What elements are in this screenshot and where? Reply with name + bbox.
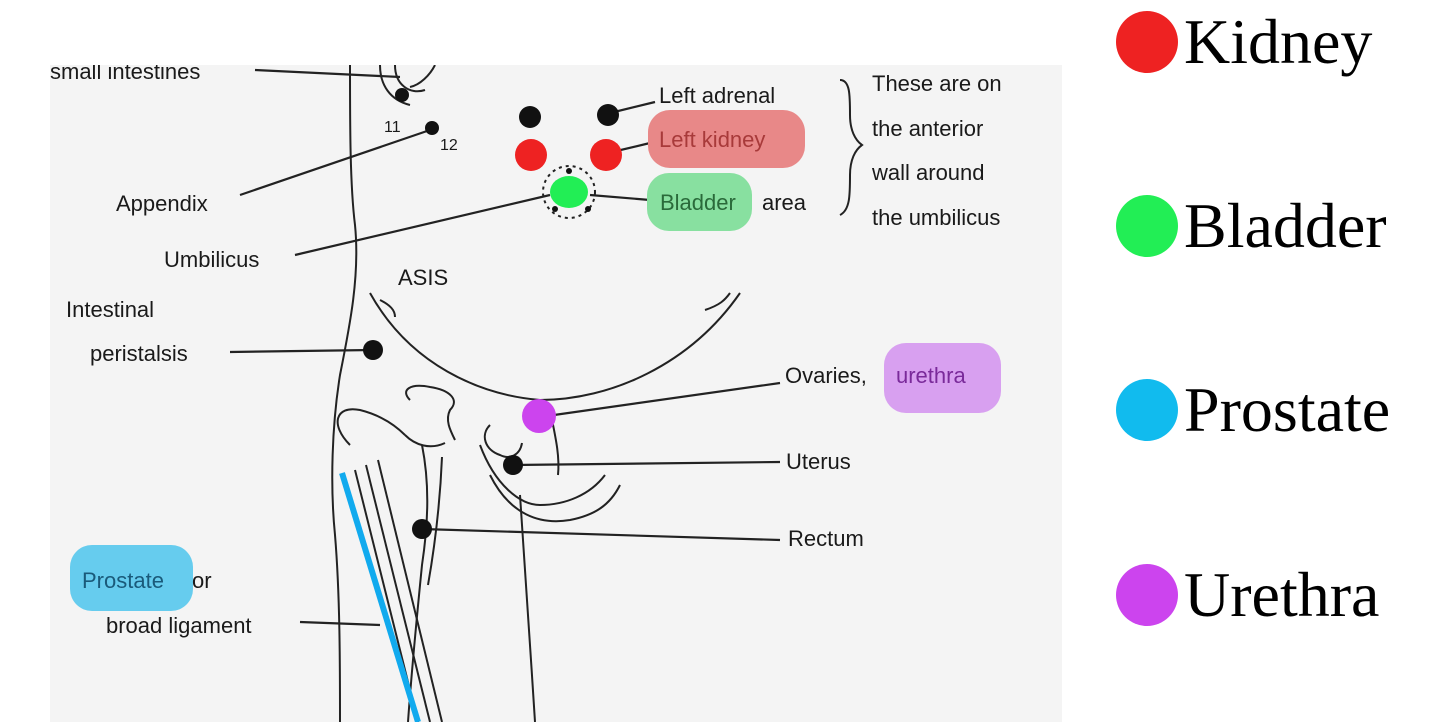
appendix-dot xyxy=(425,121,439,135)
asis-left xyxy=(379,299,396,318)
intestine-loop-2 xyxy=(409,65,436,88)
label-appendix: Appendix xyxy=(116,191,208,216)
femur-shaft-2 xyxy=(365,464,431,722)
brace xyxy=(839,79,864,216)
label-rectum: Rectum xyxy=(788,526,864,551)
label-or: or xyxy=(192,568,212,593)
kidney-marker-left xyxy=(590,139,622,171)
femur-head xyxy=(336,408,406,446)
prostate-highlight xyxy=(70,545,193,611)
label-left-kidney: Left kidney xyxy=(659,127,766,152)
label-anterior-1: These are on xyxy=(872,71,1002,96)
label-asis: ASIS xyxy=(398,265,449,290)
torso-outline xyxy=(331,65,358,722)
pointer-broad-ligament xyxy=(299,620,381,627)
label-small-intestines: small intestines xyxy=(50,65,201,84)
sacrum-line xyxy=(407,444,429,722)
pointer-umbilicus xyxy=(294,193,551,257)
pointer-intestinal xyxy=(229,348,373,354)
intestine-loop xyxy=(394,65,426,93)
label-area: area xyxy=(762,190,807,215)
anatomy-drawing xyxy=(229,65,864,722)
umbilicus-small-dot-3 xyxy=(566,168,572,174)
pubic-bone xyxy=(483,424,523,458)
legend-item-urethra: Urethra xyxy=(1110,555,1440,635)
pointer-appendix xyxy=(239,128,431,197)
kidney-highlight xyxy=(648,110,805,168)
pelvis-bone xyxy=(405,384,456,441)
femur-shaft-3 xyxy=(377,459,443,722)
label-uterus: Uterus xyxy=(786,449,851,474)
pointer-rectum xyxy=(421,527,781,542)
pelvic-arc xyxy=(369,292,741,402)
legend-item-prostate: Prostate xyxy=(1110,370,1440,450)
ischium xyxy=(489,474,621,523)
legend-dot-urethra xyxy=(1116,564,1178,626)
thigh-outline xyxy=(519,494,536,722)
label-intestinal: Intestinal xyxy=(66,297,155,322)
umbilicus-ring xyxy=(542,165,596,219)
umbilicus-small-dot-1 xyxy=(552,206,558,212)
prostate-line xyxy=(339,472,421,722)
legend-item-kidney: Kidney xyxy=(1110,2,1440,82)
adrenal-dot-right xyxy=(519,106,541,128)
pointer-uterus xyxy=(512,460,781,467)
label-ovaries: Ovaries, xyxy=(785,363,867,388)
urethra-marker xyxy=(522,399,556,433)
anatomy-diagram: small intestines 11 12 Appendix Umbilicu… xyxy=(50,65,1062,722)
urethra-highlight xyxy=(884,343,1001,413)
label-peristalsis: peristalsis xyxy=(90,341,188,366)
femur-neck xyxy=(404,434,446,448)
rectum-dot xyxy=(412,519,432,539)
label-umbilicus: Umbilicus xyxy=(164,247,260,272)
label-prostate: Prostate xyxy=(82,568,164,593)
pointer-small-intestines xyxy=(254,68,401,79)
adrenal-dot-left xyxy=(597,104,619,126)
legend-dot-bladder xyxy=(1116,195,1178,257)
torso-outline-upper xyxy=(379,65,411,106)
bladder-highlight xyxy=(647,173,752,231)
legend-label-kidney: Kidney xyxy=(1184,6,1373,77)
label-anterior-2: the anterior xyxy=(872,116,984,141)
pointer-bladder xyxy=(589,193,651,202)
legend: Kidney Bladder Prostate Urethra xyxy=(1110,0,1440,722)
legend-item-bladder: Bladder xyxy=(1110,186,1440,266)
label-anterior-3: wall around xyxy=(872,160,985,185)
uterus-dot xyxy=(503,455,523,475)
small-intestine-dot xyxy=(395,88,409,102)
obturator xyxy=(479,444,606,507)
label-broad-ligament: broad ligament xyxy=(106,613,252,638)
peristalsis-dot xyxy=(363,340,383,360)
label-11: 11 xyxy=(384,119,401,136)
label-urethra: urethra xyxy=(896,363,966,388)
pointer-ovaries xyxy=(539,381,781,419)
umbilicus-small-dot-2 xyxy=(585,206,591,212)
legend-label-prostate: Prostate xyxy=(1184,374,1391,445)
label-anterior-4: the umbilicus xyxy=(872,205,1001,230)
bladder-marker xyxy=(550,176,588,208)
label-12: 12 xyxy=(440,137,458,154)
label-left-adrenal: Left adrenal xyxy=(659,83,776,108)
legend-label-bladder: Bladder xyxy=(1184,190,1387,261)
hip-line xyxy=(427,456,443,586)
legend-label-urethra: Urethra xyxy=(1184,559,1380,630)
kidney-marker-right xyxy=(515,139,547,171)
legend-dot-prostate xyxy=(1116,379,1178,441)
label-bladder: Bladder xyxy=(660,190,736,215)
legend-dot-kidney xyxy=(1116,11,1178,73)
asis-right xyxy=(704,292,731,311)
